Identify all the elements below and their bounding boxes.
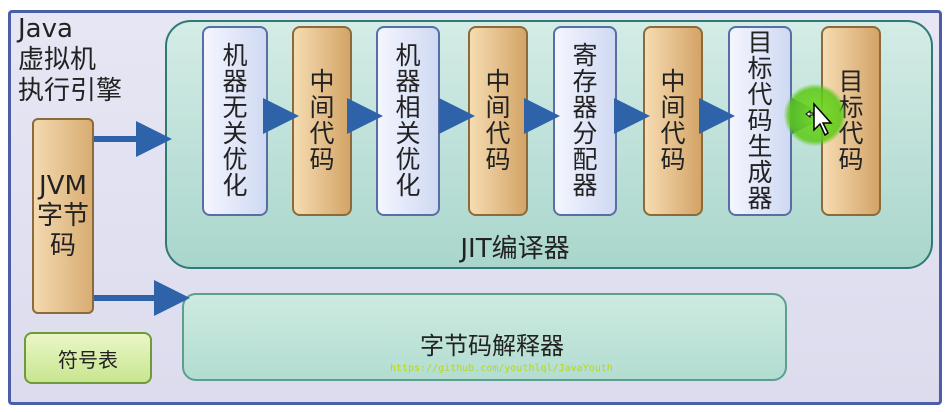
stage-label: 中 间 代 码 [485, 67, 511, 174]
stage-label: 目 标 代 码 生 成 器 [747, 28, 773, 213]
move-cursor-icon [805, 102, 833, 137]
stage-label: 机 器 相 关 优 化 [395, 41, 421, 200]
stage-label: 寄 存 器 分 配 器 [572, 41, 598, 200]
symbol-table-label: 符号表 [58, 347, 118, 372]
interpreter-panel [182, 293, 787, 381]
stage-target-code-generator: 目 标 代 码 生 成 器 [728, 26, 792, 216]
stage-label: 目 标 代 码 [838, 67, 864, 174]
stage-machine-dependent-opt: 机 器 相 关 优 化 [376, 26, 440, 216]
jvm-bytecode-box: JVM 字节 码 [32, 118, 94, 314]
stage-machine-independent-opt: 机 器 无 关 优 化 [202, 26, 268, 216]
stage-register-allocator: 寄 存 器 分 配 器 [553, 26, 617, 216]
stage-label: 中 间 代 码 [660, 67, 686, 174]
jvm-bytecode-label: JVM 字节 码 [36, 171, 89, 261]
stage-label: 中 间 代 码 [309, 67, 335, 174]
engine-title: Java 虚拟机 执行引擎 [18, 14, 123, 106]
symbol-table-box: 符号表 [24, 332, 152, 384]
stage-intermediate-code-3: 中 间 代 码 [643, 26, 703, 216]
interpreter-label: 字节码解释器 [420, 332, 564, 360]
stage-intermediate-code-2: 中 间 代 码 [468, 26, 528, 216]
jit-compiler-label: JIT编译器 [460, 234, 570, 264]
watermark-url: https://github.com/youthlql/JavaYouth [390, 363, 613, 374]
stage-label: 机 器 无 关 优 化 [222, 41, 248, 200]
stage-intermediate-code-1: 中 间 代 码 [292, 26, 352, 216]
